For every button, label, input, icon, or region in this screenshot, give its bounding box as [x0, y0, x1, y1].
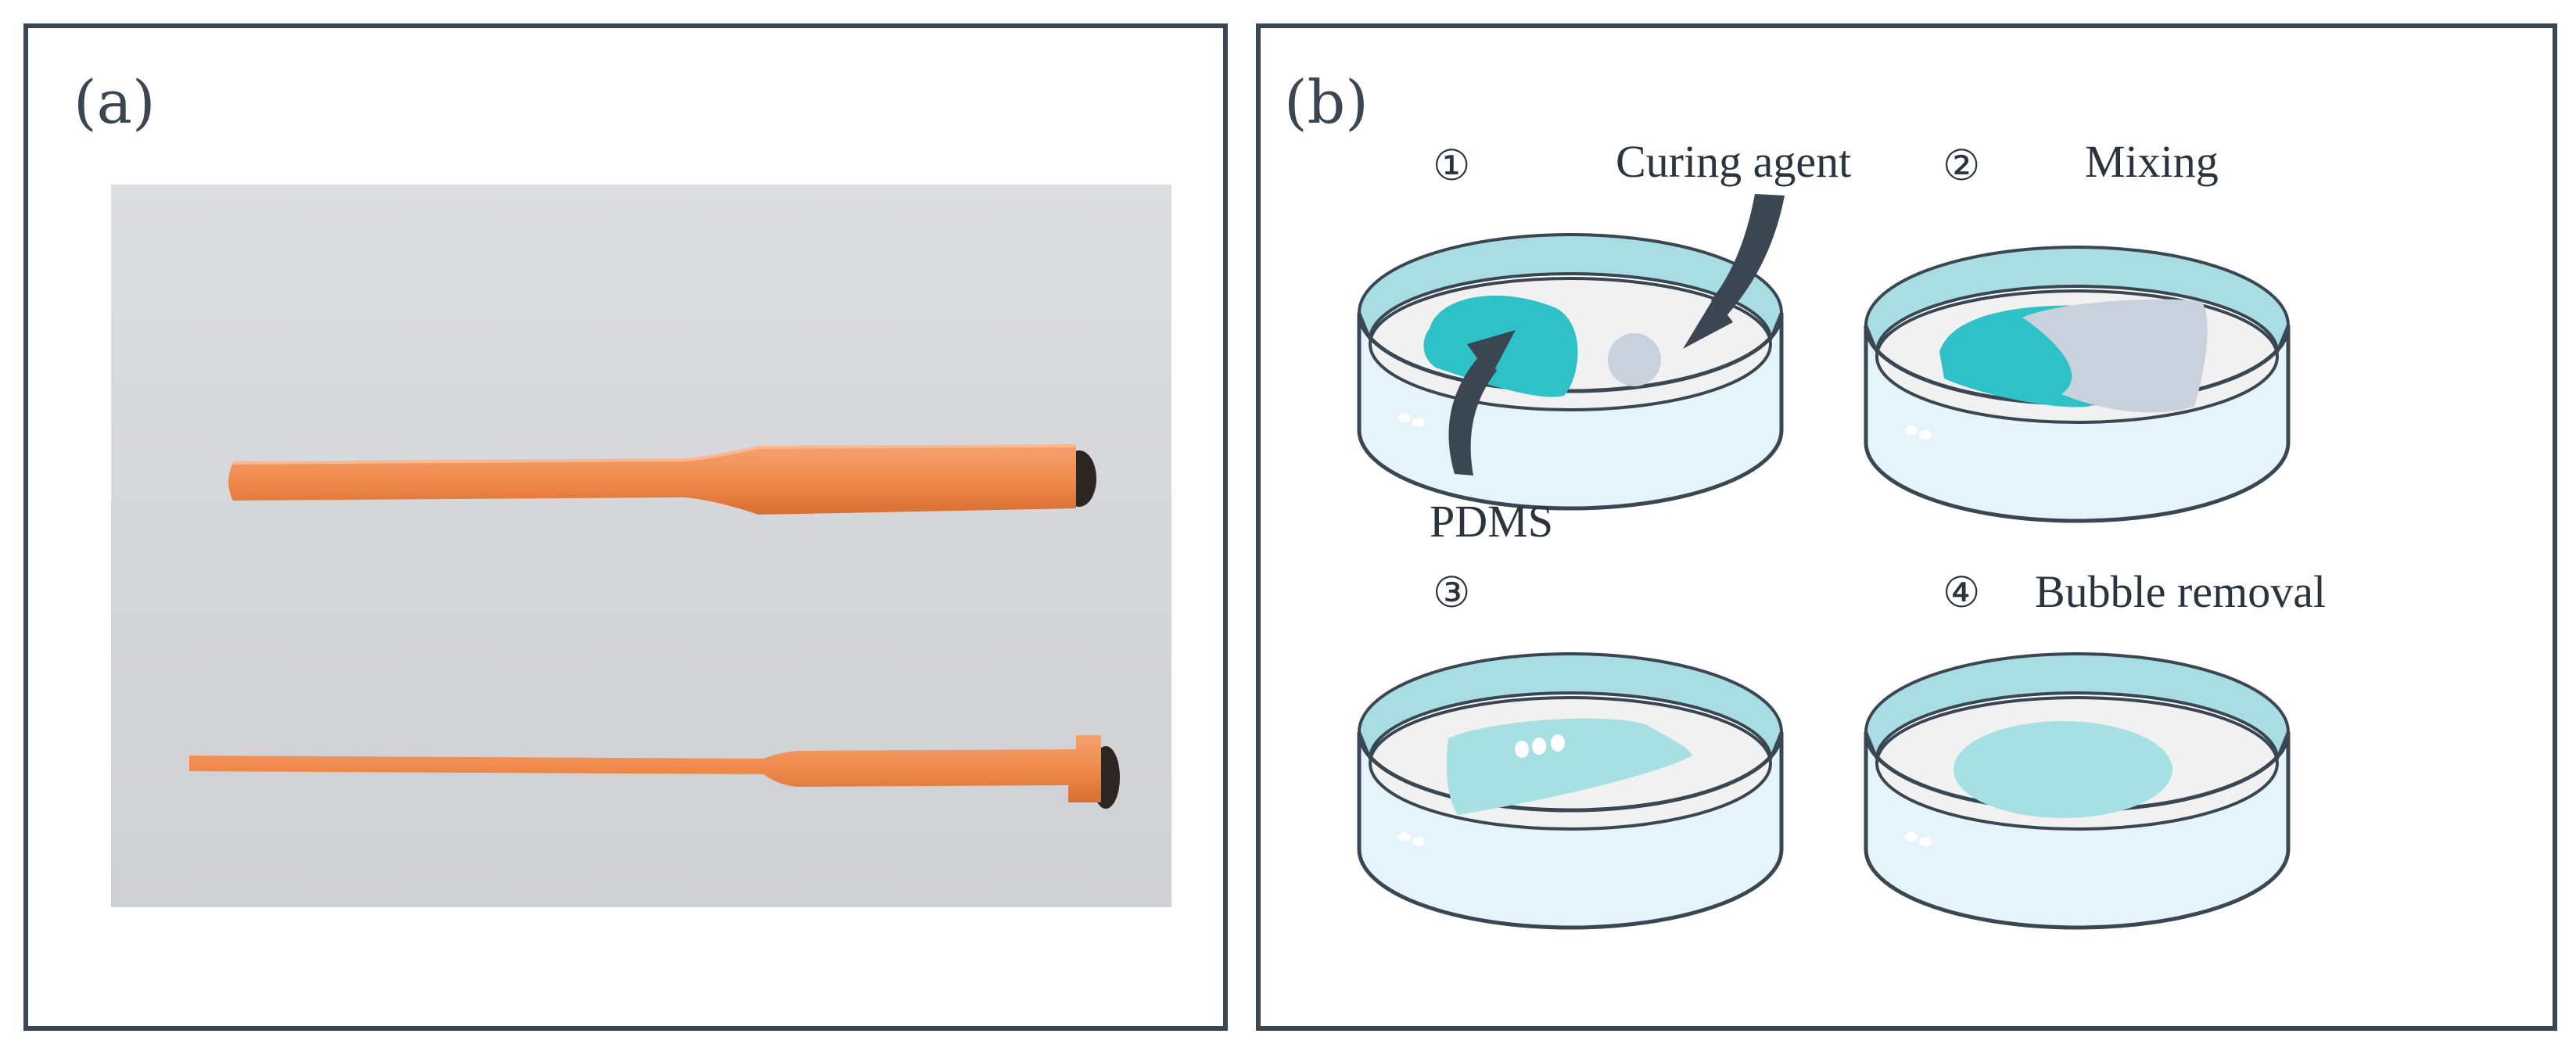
tube-wide	[228, 444, 1096, 515]
curing-agent-mixed	[2022, 299, 2208, 413]
panel-b-label: (b)	[1284, 67, 1369, 137]
step-1: ① Curing agent PDMS	[1359, 136, 1851, 547]
photo-background	[111, 185, 1171, 907]
panel-b: (b) ① Curing agent PD	[1256, 23, 2557, 1031]
dish-4	[1866, 654, 2288, 928]
pdms-arrow	[1448, 350, 1497, 476]
step-4-number: ④	[1943, 569, 1980, 616]
bubble	[1515, 741, 1529, 758]
step-4: ④ Bubble removal	[1866, 566, 2326, 928]
cured-pdms-with-bubbles	[1446, 718, 1692, 815]
bubble	[1532, 738, 1546, 755]
step-2-number: ②	[1943, 142, 1980, 189]
photo-illustration	[111, 185, 1171, 907]
process-schematic: ① Curing agent PDMS ② Mixing	[1261, 136, 2326, 1026]
curing-agent-drop	[1608, 333, 1661, 386]
panel-a: (a)	[23, 23, 1228, 1031]
step-3-number: ③	[1433, 569, 1470, 616]
bubble	[1551, 734, 1565, 752]
tube-narrow	[189, 735, 1120, 809]
step-2-title: Mixing	[2085, 136, 2219, 187]
pdms-label: PDMS	[1430, 496, 1553, 547]
step-3: ③	[1359, 569, 1781, 928]
curing-agent-label: Curing agent	[1616, 136, 1851, 187]
step-4-title: Bubble removal	[2035, 566, 2326, 617]
step-1-number: ①	[1433, 142, 1470, 189]
dish-3	[1359, 654, 1781, 928]
degassed-pdms	[1954, 721, 2172, 818]
panel-a-label: (a)	[74, 67, 156, 137]
step-2: ② Mixing	[1866, 136, 2288, 521]
dish-1	[1359, 235, 1781, 508]
dish-2	[1866, 247, 2288, 521]
curing-agent-arrow	[1711, 194, 1785, 321]
